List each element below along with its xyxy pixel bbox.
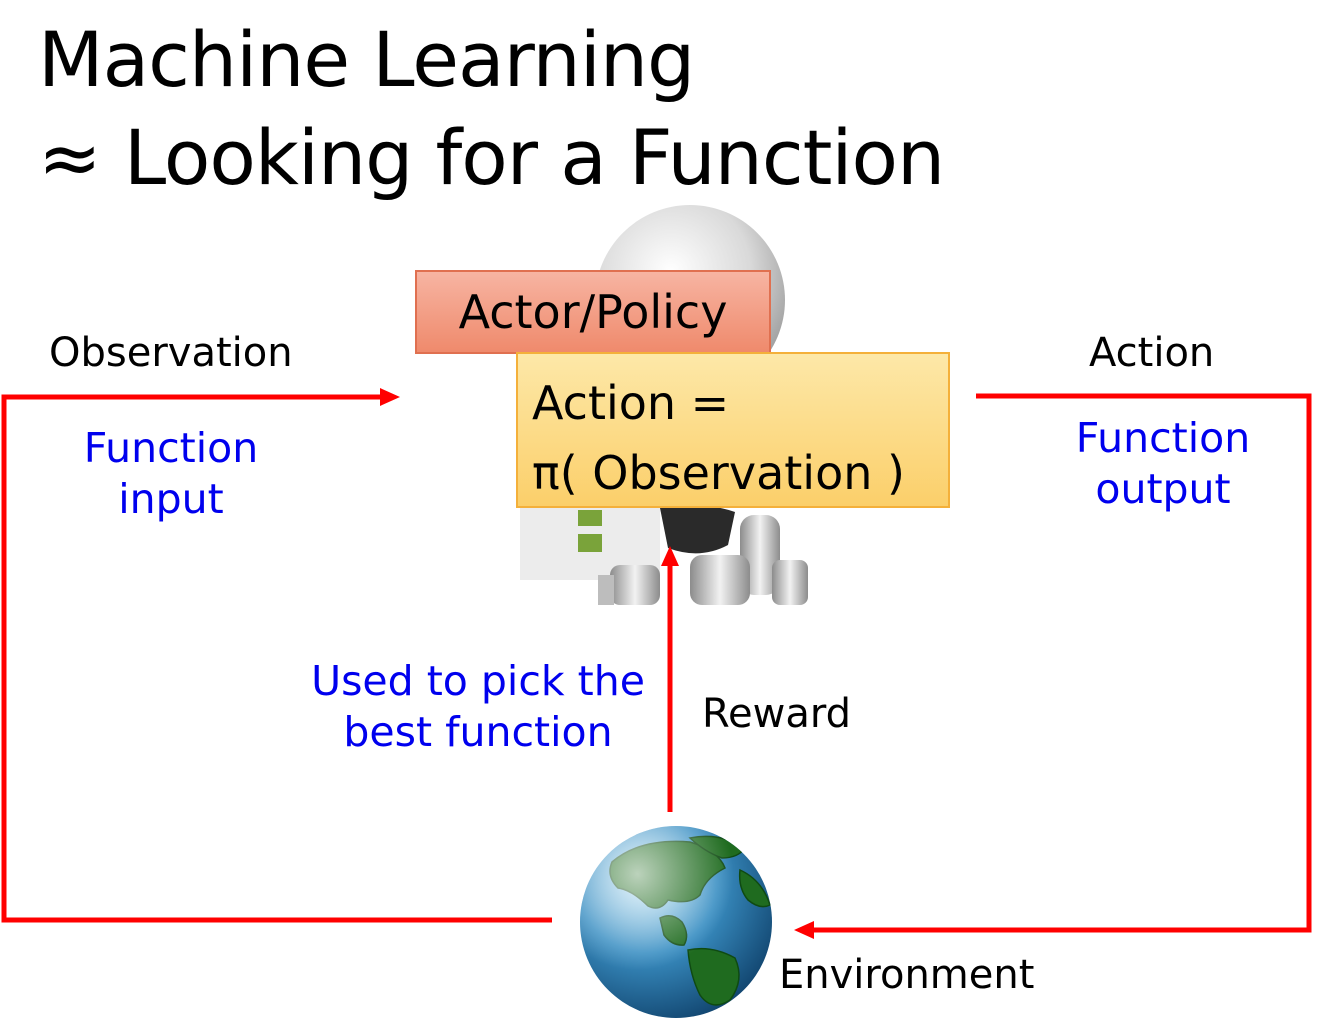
function-output-note-line-1: Function (1075, 414, 1251, 462)
reward-note: Used to pick the best function (300, 656, 656, 759)
title-line-2: ≈ Looking for a Function (38, 113, 945, 202)
arrows (1, 393, 1312, 933)
function-input-note-line-1: Function (83, 424, 259, 472)
title-line-1: Machine Learning (38, 15, 695, 104)
observation-arrow (1, 394, 552, 923)
function-output-note: Function output (1052, 413, 1274, 516)
arrowheads (380, 388, 814, 939)
reward-note-line-2: best function (343, 708, 613, 757)
observation-label: Observation (49, 330, 293, 376)
earth-globe-icon (580, 826, 772, 1018)
policy-formula-box: Action = π( Observation ) (516, 352, 950, 508)
actor-policy-label: Actor/Policy (458, 285, 728, 339)
environment-label: Environment (779, 952, 1035, 998)
action-label: Action (1089, 330, 1215, 376)
reward-label: Reward (702, 691, 851, 737)
reward-note-line-1: Used to pick the (311, 657, 645, 705)
function-input-note-line-2: input (118, 475, 224, 524)
reward-arrowhead (661, 546, 679, 566)
function-output-note-line-2: output (1095, 465, 1231, 514)
observation-arrowhead (380, 388, 400, 406)
action-arrowhead (794, 921, 814, 939)
action-arrow (812, 393, 1312, 933)
formula-line-1: Action = (532, 376, 730, 430)
actor-policy-box: Actor/Policy (415, 270, 771, 354)
function-input-note: Function input (60, 423, 282, 526)
formula-line-2: π( Observation ) (532, 446, 905, 500)
